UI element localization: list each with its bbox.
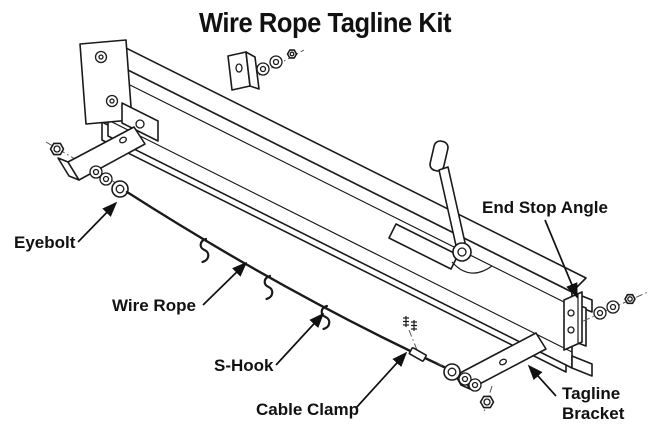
label-end-stop-angle: End Stop Angle — [482, 198, 608, 217]
leader-lines — [77, 201, 578, 409]
cable-clamp — [403, 316, 427, 362]
eyebolt-left — [89, 165, 129, 198]
washer-icon — [256, 55, 283, 76]
tagline-bracket-right — [435, 332, 547, 413]
s-hook-icon — [263, 274, 274, 301]
label-tagline-bracket-line1: Tagline — [562, 384, 620, 403]
hex-nut-icon — [49, 142, 65, 156]
leader-eyebolt — [77, 201, 118, 243]
clamp-bolt-icon — [403, 316, 417, 331]
wire-rope-line — [125, 190, 446, 369]
label-cable-clamp: Cable Clamp — [256, 400, 359, 419]
lever-mount-plate — [388, 223, 459, 270]
label-tagline-bracket-line2: Bracket — [562, 404, 625, 423]
eyebolt-right — [443, 363, 482, 392]
label-s-hook: S-Hook — [214, 356, 274, 375]
lever-grip — [429, 140, 449, 172]
label-eyebolt: Eyebolt — [14, 233, 76, 252]
hex-nut-icon — [479, 395, 495, 409]
leader-end-stop-angle — [544, 219, 578, 299]
tensioner-lever — [388, 140, 493, 274]
diagram-title: Wire Rope Tagline Kit — [199, 7, 451, 38]
end-stop-angle — [563, 291, 649, 351]
pawl — [451, 261, 493, 274]
s-hook-icon — [320, 304, 331, 331]
leader-wire-rope — [202, 261, 248, 306]
beam-end-plate — [79, 39, 159, 142]
s-hook-icon — [199, 237, 210, 264]
washer-icon — [593, 300, 620, 320]
leader-s-hook — [275, 312, 325, 366]
i-beam — [101, 45, 593, 377]
hex-bolt-icon — [286, 49, 298, 59]
leader-tagline-bracket — [527, 364, 557, 397]
leader-cable-clamp — [355, 351, 408, 409]
s-hooks — [199, 237, 331, 331]
label-wire-rope: Wire Rope — [112, 296, 196, 315]
mount-bracket-top — [227, 49, 305, 91]
callout-labels: Eyebolt Wire Rope S-Hook Cable Clamp End… — [14, 198, 625, 423]
hex-nut-icon — [624, 293, 636, 305]
beam-end-bottom-flange — [571, 355, 593, 377]
tagline-bracket-left — [45, 126, 146, 198]
